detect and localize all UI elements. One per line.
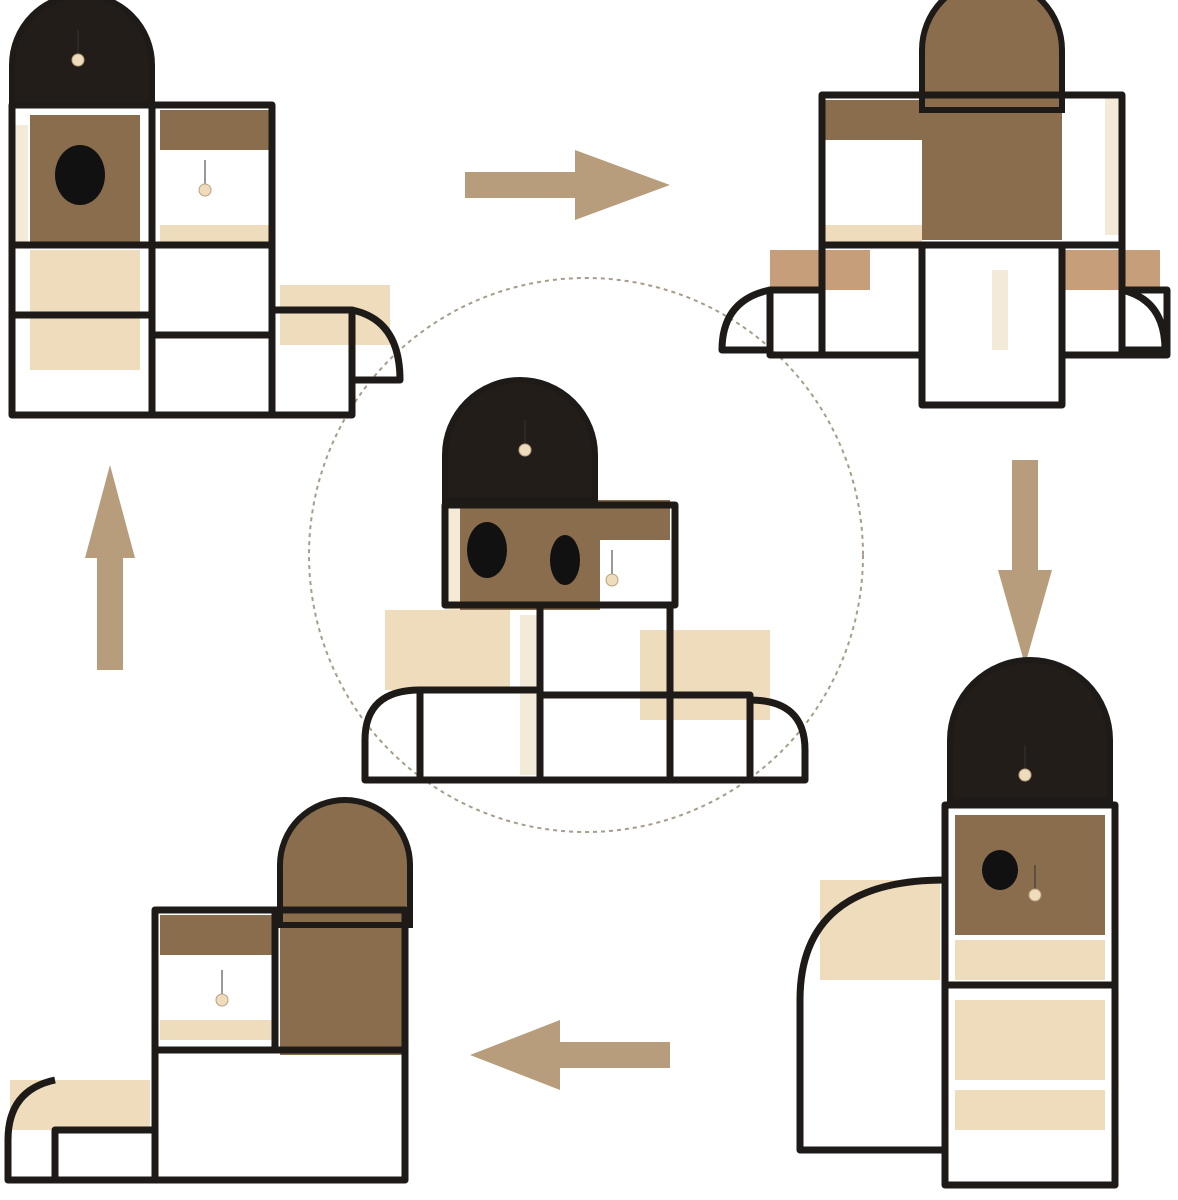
toy-ball xyxy=(215,993,229,1007)
toy-ball xyxy=(1018,768,1032,782)
curved-ramp-frame xyxy=(796,876,946,1154)
ramp xyxy=(1060,250,1160,290)
tree-config-top-left xyxy=(8,0,404,419)
platform-cushion xyxy=(822,225,922,245)
dome-top xyxy=(947,657,1113,803)
center-dashed-circle xyxy=(308,277,864,833)
arrow-up-icon xyxy=(85,465,135,670)
curved-ramp-frame xyxy=(361,686,421,784)
frame-section xyxy=(1118,286,1171,359)
hammock xyxy=(822,100,922,140)
entrance-hole xyxy=(982,850,1018,890)
curved-ramp xyxy=(385,610,510,690)
frame-section xyxy=(268,306,356,419)
tree-config-bottom-left xyxy=(4,797,413,1184)
dome-top xyxy=(442,377,598,503)
dome-top xyxy=(919,0,1065,113)
tree-config-center xyxy=(361,377,809,784)
scratching-post xyxy=(520,615,538,775)
frame-section xyxy=(51,1126,159,1184)
curved-ramp xyxy=(820,880,940,980)
entrance-hole xyxy=(550,535,580,585)
platform-cushion xyxy=(160,225,270,245)
curved-ramp-frame xyxy=(718,286,771,354)
toy-ball xyxy=(198,183,212,197)
frame-section xyxy=(941,981,1119,1189)
hammock xyxy=(160,915,275,955)
condo-box xyxy=(922,110,1062,240)
tree-config-top-right xyxy=(718,0,1171,409)
toy-ball xyxy=(518,443,532,457)
toy-ball xyxy=(71,53,85,67)
arrow-left-icon xyxy=(470,1020,670,1090)
frame-section xyxy=(151,1046,409,1184)
dome-top xyxy=(9,0,155,108)
platform-cushion xyxy=(955,940,1105,980)
entrance-hole xyxy=(467,522,507,578)
curved-ramp-frame xyxy=(4,1076,56,1184)
scratch-pad xyxy=(30,250,140,370)
frame-section xyxy=(666,691,754,784)
frame-section xyxy=(148,241,276,339)
arrow-down-icon xyxy=(998,460,1052,665)
scratching-post xyxy=(445,490,460,610)
condo-box xyxy=(955,815,1105,935)
frame-section xyxy=(766,286,826,359)
scratching-post xyxy=(992,270,1008,350)
tree-config-bottom-right xyxy=(796,657,1119,1189)
curved-ramp-frame xyxy=(351,306,404,384)
platform-cushion xyxy=(160,1020,275,1040)
curved-ramp-frame xyxy=(749,696,809,784)
cushion xyxy=(955,1090,1105,1130)
curved-ramp-frame xyxy=(1121,286,1169,354)
arrow-right-icon xyxy=(465,150,670,220)
hammock xyxy=(160,110,270,150)
dome-top xyxy=(277,797,413,928)
entrance-hole xyxy=(55,145,105,205)
frame-section xyxy=(148,101,276,419)
toy-ball xyxy=(605,573,619,587)
scratch-pad xyxy=(955,1000,1105,1080)
toy-ball xyxy=(1028,888,1042,902)
condo-box xyxy=(280,925,405,1055)
